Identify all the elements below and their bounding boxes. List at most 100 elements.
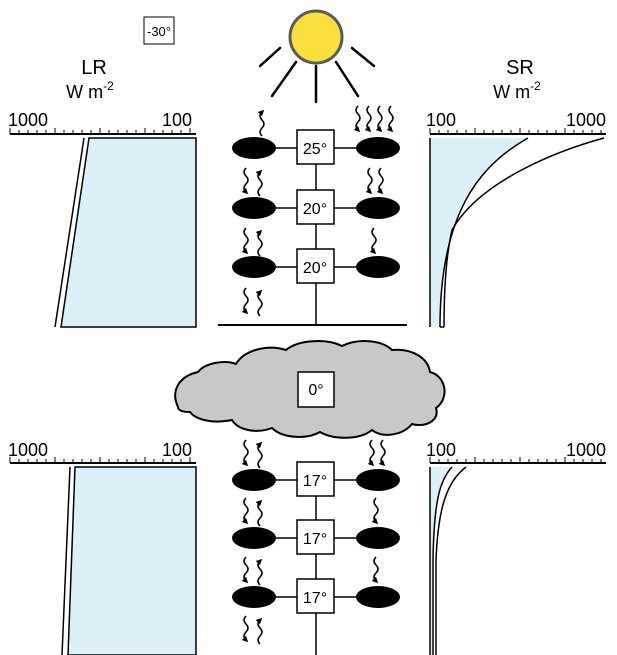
cloud-temp-label: 0° [308,382,323,399]
temp-box [296,578,335,614]
left-leaf [232,469,276,491]
top-temperature-label: -30° [147,24,171,39]
shortwave-down-arrow [353,105,361,133]
lower-lr-axis-right: 100 [162,440,192,460]
left-leaf [232,137,276,159]
shortwave-down-arrow [364,105,372,133]
longwave-up-arrow [255,499,263,527]
upper-sr-panel: 100 1000 [426,110,606,328]
lower-level-1: 17° [232,461,400,497]
upper-sr-curve-1 [439,137,529,328]
upper-lr-panel: 1000 100 [8,110,197,328]
sr-header: SR W m-2 [493,57,541,102]
longwave-down-arrow [241,615,249,643]
longwave-down-arrow [241,227,249,255]
temp-box [296,189,335,225]
lower-sr-axis [429,457,606,464]
temp-label: 20° [303,201,327,218]
temp-label: 17° [303,473,327,490]
longwave-down-arrow [241,167,249,195]
shortwave-down-arrow [371,497,379,525]
longwave-up-arrow [255,169,263,197]
cloud-temp-box [297,371,335,408]
left-leaf [232,256,276,278]
longwave-down-arrow [241,287,249,315]
lr-unit: W m-2 [66,79,114,102]
lower-canopy: 17° 17° 17° [232,439,400,655]
right-leaf [356,586,400,608]
lr-header: LR W m-2 [66,57,114,102]
longwave-up-arrow [257,109,265,137]
upper-radiation-arrows [241,105,394,317]
longwave-down-arrow [241,497,249,525]
lower-lr-panel: 1000 100 [8,440,197,655]
right-leaf [356,197,400,219]
lower-level-3: 17° [232,578,400,614]
shortwave-down-arrow [378,439,386,467]
lower-sr-axis-left: 100 [426,440,456,460]
upper-sr-axis-left: 100 [426,110,456,130]
temp-label: 17° [303,590,327,607]
shortwave-down-arrow [369,227,377,255]
upper-lr-fill [60,137,197,328]
temp-label: 17° [303,531,327,548]
lower-radiation-arrows [241,439,386,645]
sun-disc [288,9,344,65]
shortwave-down-arrow [375,105,383,133]
temp-label: 20° [303,260,327,277]
longwave-up-arrow [255,617,263,645]
longwave-up-arrow [255,289,263,317]
temp-label: 25° [303,141,327,158]
upper-lr-axis-left: 1000 [8,110,48,130]
upper-sr-fill [430,138,528,327]
temp-box [296,461,335,497]
upper-sr-axis [429,128,606,135]
upper-sr-axis-right: 1000 [566,110,606,130]
longwave-down-arrow [241,439,249,467]
left-leaf [232,197,276,219]
lower-lr-axis [9,457,196,464]
lower-lr-curve [61,466,71,655]
lr-label: LR [81,57,107,79]
lower-sr-curve-2 [435,466,467,655]
right-leaf [356,256,400,278]
sun [258,9,376,104]
top-temperature-badge: -30° [143,16,175,45]
upper-lr-axis [9,128,196,135]
temp-box [296,129,335,165]
upper-sr-curve-2 [443,137,605,328]
longwave-down-arrow [241,556,249,584]
lower-sr-fill [430,467,452,655]
shortwave-down-arrow [376,167,384,195]
lower-sr-axis-right: 1000 [566,440,606,460]
shortwave-down-arrow [367,439,375,467]
upper-lr-curve [54,137,85,328]
longwave-up-arrow [255,229,263,257]
upper-level-2: 20° [232,189,400,225]
lower-level-2: 17° [232,519,400,555]
upper-level-1: 25° [232,129,400,165]
upper-level-3: 20° [232,248,400,284]
left-leaf [232,586,276,608]
lower-lr-axis-left: 1000 [8,440,48,460]
longwave-up-arrow [255,441,263,469]
longwave-up-arrow [255,558,263,586]
lower-sr-curve-1 [432,466,453,655]
cloud: 0° [174,340,446,439]
temp-box [296,519,335,555]
upper-canopy: 25° 20° 20° [218,105,407,326]
right-leaf [356,527,400,549]
right-leaf [356,469,400,491]
sun-rays [258,46,376,104]
shortwave-down-arrow [371,556,379,584]
sr-unit: W m-2 [493,79,541,102]
lower-sr-panel: 100 1000 [426,440,606,655]
lower-lr-fill [67,466,197,655]
sr-label: SR [506,57,534,79]
right-leaf [356,137,400,159]
shortwave-down-arrow [386,105,394,133]
shortwave-down-arrow [365,167,373,195]
temp-box [296,248,335,284]
left-leaf [232,527,276,549]
